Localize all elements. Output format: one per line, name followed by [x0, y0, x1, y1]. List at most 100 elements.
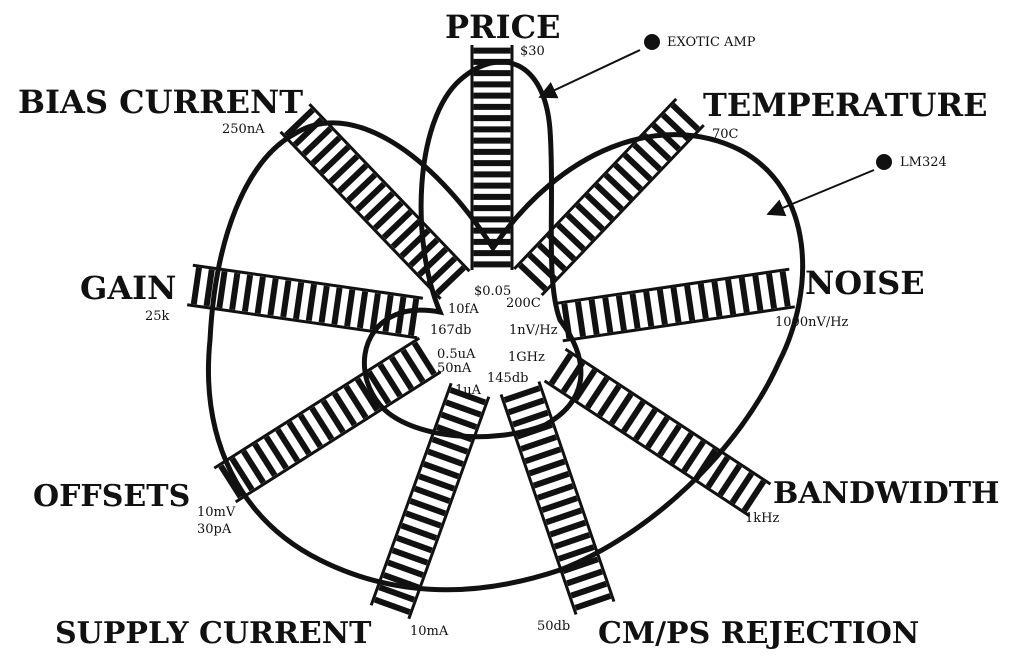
ladder-rung — [512, 409, 549, 428]
ladder-rung — [632, 142, 662, 172]
ladder-rung — [541, 495, 578, 513]
ladder-rung — [670, 102, 700, 132]
inner-label-bias-current: 10fA — [448, 302, 479, 317]
outer-label-supply-current: 10mA — [410, 624, 449, 639]
ladder-rung — [389, 355, 414, 391]
ladder-rung — [390, 219, 422, 249]
ladder-rung — [413, 485, 451, 504]
ladder-rung — [741, 479, 767, 513]
ladder-rung — [319, 144, 351, 175]
ladder-rung — [537, 483, 574, 501]
ladder-rung — [725, 279, 737, 315]
ladder-rail — [562, 305, 795, 343]
ladder-rung — [717, 463, 742, 497]
exotic-legend-label: EXOTIC AMP — [667, 35, 756, 50]
ladder-rung — [752, 275, 764, 311]
ladder-rung — [190, 267, 202, 305]
ladder-rung — [657, 424, 682, 457]
ladder-rung — [629, 293, 641, 329]
ladder-rung — [373, 596, 411, 615]
ladder-rail — [308, 103, 471, 273]
ladder-rail — [234, 370, 442, 504]
ladder-rung — [241, 449, 266, 485]
ladder-rung — [318, 285, 330, 323]
ladder-rail — [186, 303, 418, 340]
ladder-rung — [364, 191, 395, 222]
axis-title-price: PRICE — [445, 8, 560, 46]
outer-label-temperature: 70C — [712, 127, 739, 142]
ladder-rung — [779, 271, 791, 307]
ladder-rung — [229, 457, 255, 492]
ladder-rail — [279, 130, 442, 300]
ladder-rung — [218, 464, 244, 499]
outer-label-gain: 25k — [145, 309, 170, 324]
ladder-price — [470, 45, 514, 270]
axis-title-cmps-rejection: CM/PS REJECTION — [598, 616, 919, 651]
ladder-rung — [369, 292, 381, 331]
ladder-rung — [355, 181, 386, 212]
ladder-rung — [356, 291, 369, 329]
legend-exotic: EXOTIC AMP — [538, 34, 756, 99]
ladder-rung — [203, 269, 215, 307]
ladder-rung — [532, 470, 570, 489]
ladder-rung — [729, 471, 755, 505]
ladder-rung — [275, 428, 301, 463]
ladder-rail — [369, 382, 453, 606]
ladders — [186, 45, 795, 620]
lm324-curve — [206, 120, 806, 593]
ladder-rung — [280, 280, 292, 318]
inner-label-bandwidth: 1GHz — [508, 350, 545, 365]
ladder-rung — [337, 163, 369, 194]
ladder-rung — [738, 277, 750, 313]
ladder-rung — [309, 406, 335, 441]
ladder-rung — [711, 281, 723, 317]
ladder-rail — [192, 263, 424, 300]
ladder-rail — [540, 124, 705, 297]
ladder-rung — [670, 287, 682, 323]
axis-title-gain: GAIN — [80, 269, 176, 307]
ladder-noise — [557, 267, 795, 343]
ladder-rung — [556, 222, 586, 252]
ladder-rung — [229, 272, 241, 311]
axis-title-bandwidth: BANDWIDTH — [773, 476, 999, 511]
ladder-rung — [553, 532, 591, 550]
ladder-rung — [332, 392, 357, 427]
ladder-rail — [407, 396, 491, 620]
inner-label-offsets: 0.5uA — [437, 347, 476, 362]
ladder-rung — [615, 295, 627, 331]
ladder-rung — [331, 287, 343, 325]
ladder-temperature — [513, 97, 705, 297]
ladder-rung — [293, 281, 305, 320]
ladder-rung — [377, 363, 403, 398]
ladder-bandwidth — [543, 347, 772, 518]
ladder-rung — [574, 301, 586, 337]
ladder-rung — [286, 420, 312, 456]
ladder-rung — [320, 399, 346, 434]
ladder-rung — [431, 436, 469, 455]
ladder-rung — [613, 162, 643, 192]
ladder-rung — [391, 547, 429, 566]
outer-label-price: $30 — [520, 44, 545, 59]
ladder-rung — [643, 291, 655, 327]
inner-label-offsets-2: 50nA — [437, 361, 472, 376]
outer-label-offsets: 10mV — [197, 505, 236, 520]
ladder-rung — [766, 273, 778, 309]
ladder-rung — [449, 387, 487, 406]
ladder-rung — [400, 522, 438, 541]
ladder-rung — [328, 154, 360, 184]
ladder-rung — [684, 285, 696, 321]
ladder-rung — [378, 584, 415, 603]
lm324-legend-label: LM324 — [900, 155, 947, 170]
outer-label-cmps-rejection: 50db — [537, 619, 570, 634]
ladder-rung — [366, 370, 392, 405]
ladder-gain — [186, 263, 424, 340]
axis-title-noise: NOISE — [805, 264, 925, 302]
inner-label-noise: 1nV/Hz — [509, 323, 558, 338]
ladder-rung — [548, 352, 574, 386]
ladder-rung — [562, 556, 599, 574]
ladder-rung — [382, 294, 394, 333]
ladder-rung — [575, 202, 605, 232]
ladder-rung — [346, 172, 378, 203]
lm324-legend-arrow — [766, 169, 875, 217]
